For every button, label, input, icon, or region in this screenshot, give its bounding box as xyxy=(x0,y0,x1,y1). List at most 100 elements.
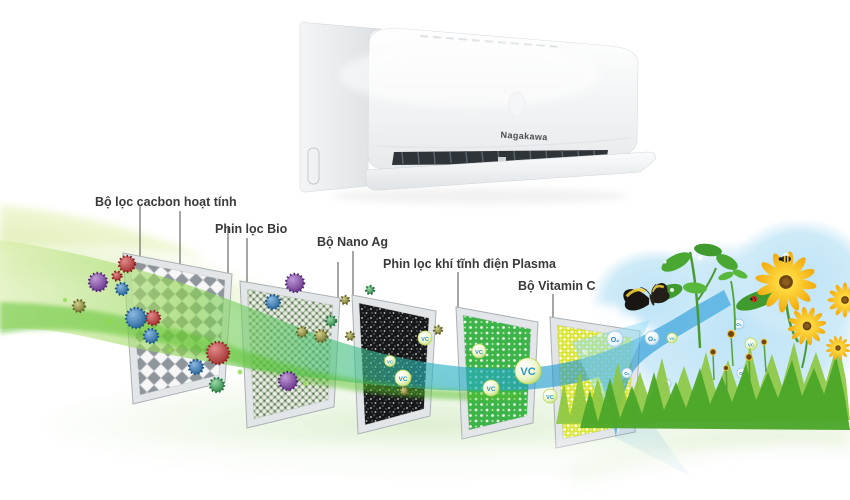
svg-text:VC: VC xyxy=(421,337,429,343)
svg-text:O₂: O₂ xyxy=(648,336,656,343)
water-drop xyxy=(697,255,703,261)
oxygen-badge: O₂ xyxy=(733,318,745,330)
green-blue-airflow xyxy=(0,240,731,438)
bottom-fade xyxy=(0,445,850,500)
blue-arrow-highlight xyxy=(572,320,650,416)
svg-text:VC: VC xyxy=(520,366,535,378)
svg-text:VC: VC xyxy=(546,395,554,401)
vc-badge: VC xyxy=(542,388,558,404)
svg-text:VC: VC xyxy=(669,336,675,341)
svg-text:VC: VC xyxy=(475,350,483,356)
flower-stem xyxy=(801,339,808,369)
bud-stem xyxy=(730,333,734,367)
vc-badge: VC xyxy=(482,379,500,397)
ladybug-icon xyxy=(750,295,758,303)
svg-text:VC: VC xyxy=(748,343,755,348)
virus-particle-icon xyxy=(124,306,148,330)
vc-badge: VC xyxy=(394,369,412,387)
sunflowers xyxy=(751,247,850,369)
leaf xyxy=(661,252,691,272)
virus-particle-icon xyxy=(432,324,444,336)
virus-particles xyxy=(71,254,444,397)
ac-shadow xyxy=(330,188,630,204)
virus-particle-icon xyxy=(295,325,309,339)
virus-particle-icon xyxy=(339,294,351,306)
ac-highlight xyxy=(340,43,600,107)
flower-bud xyxy=(745,353,753,361)
virus-particle-icon xyxy=(117,254,137,274)
brand-logo: Nagakawa xyxy=(500,130,548,142)
virus-particle-icon xyxy=(114,281,130,297)
virus-particle-icon xyxy=(398,385,410,397)
grass-front xyxy=(580,356,850,430)
virus-particle-icon xyxy=(87,271,109,293)
display-indicator xyxy=(508,91,526,117)
vc-badge: VC xyxy=(666,332,678,344)
nature-scene xyxy=(556,243,850,430)
virus-particle-icon xyxy=(277,370,299,392)
bud-stem xyxy=(725,367,728,393)
oxygen-badge: O₂ xyxy=(606,330,624,348)
oxygen-badge: O₂ xyxy=(644,330,660,346)
virus-particle-icon xyxy=(284,272,306,294)
bee-icon xyxy=(778,253,791,263)
virus-particle-icon xyxy=(364,284,376,296)
vc-badge: VC xyxy=(384,355,396,367)
leaf xyxy=(683,282,707,294)
vc-badge: VC xyxy=(471,343,487,359)
filter-label-carbon: Bộ lọc cacbon hoạt tính xyxy=(95,195,237,209)
leaf xyxy=(716,254,738,270)
water-drop xyxy=(663,260,667,264)
virus-particle-icon xyxy=(264,293,282,311)
svg-text:VC: VC xyxy=(398,376,407,383)
leaf xyxy=(732,269,748,279)
flower-bud xyxy=(723,365,729,371)
filter-label-bio: Phin lọc Bio xyxy=(215,222,288,236)
svg-text:O₂: O₂ xyxy=(739,371,745,376)
ac-air-flap xyxy=(365,151,656,191)
green-airflow-edge xyxy=(0,302,520,401)
plant-stem xyxy=(697,267,717,301)
vc-badge: VC xyxy=(514,357,542,385)
flower-buds xyxy=(709,329,768,393)
svg-text:O₂: O₂ xyxy=(624,371,630,376)
virus-particle-icon xyxy=(111,270,123,282)
virus-particle-icon xyxy=(344,330,356,342)
filter-label-vitamin-c: Bộ Vitamin C xyxy=(518,279,596,293)
bud-stem xyxy=(712,351,715,381)
virus-particle-icon xyxy=(205,340,231,366)
flow-sparkles xyxy=(63,298,307,386)
bottom-right-green-arc xyxy=(560,425,850,484)
flower-bud xyxy=(709,348,717,356)
virus-particle-icon xyxy=(324,314,338,328)
hanger-wires xyxy=(139,205,554,319)
vc-badges: VC VC VC VC VC VC VC VC xyxy=(384,330,758,404)
flower-bud xyxy=(726,329,736,339)
vc-badge: VC xyxy=(417,330,433,346)
virus-particle-icon xyxy=(144,309,162,327)
svg-text:O₂: O₂ xyxy=(736,322,742,327)
water-drop xyxy=(670,288,674,292)
filter-labels: Bộ lọc cacbon hoạt tính Phin lọc Bio Bộ … xyxy=(95,195,596,293)
virus-particle-icon xyxy=(187,358,205,376)
ac-top-vent xyxy=(419,35,561,48)
air-conditioner: Nagakawa xyxy=(299,21,656,204)
ac-side-louver xyxy=(307,147,320,185)
bud-stem xyxy=(763,341,767,373)
bud-stem xyxy=(748,356,751,385)
ac-crease xyxy=(376,137,631,149)
vc-badge: VC xyxy=(744,337,758,351)
leaf xyxy=(694,243,722,257)
svg-text:VC: VC xyxy=(387,360,394,365)
filter-label-plasma: Phin lọc khí tĩnh điện Plasma xyxy=(383,257,557,271)
virus-particle-icon xyxy=(313,328,329,344)
flow-bubbles xyxy=(582,333,602,355)
svg-text:VC: VC xyxy=(486,386,495,393)
virus-particle-icon xyxy=(208,376,226,394)
virus-particle-icon xyxy=(71,298,87,314)
oxygen-badge: O₂ xyxy=(621,367,633,379)
sprout-stem xyxy=(730,280,736,331)
plant-stem xyxy=(688,251,702,349)
